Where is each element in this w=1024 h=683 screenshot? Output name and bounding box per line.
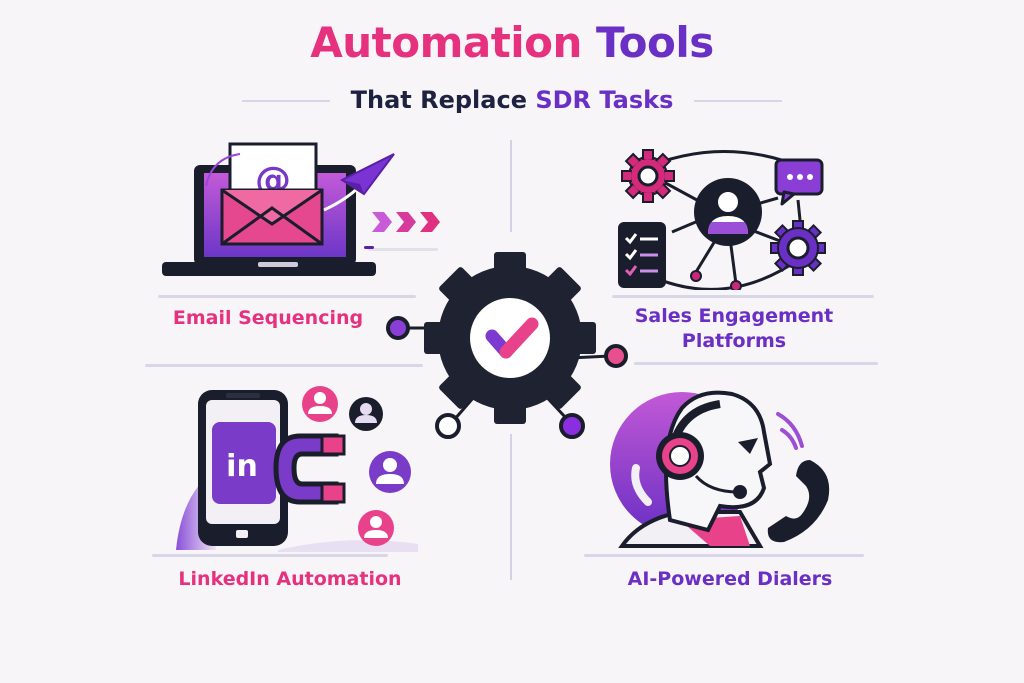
phone-magnet-icon: in bbox=[168, 384, 418, 554]
title-word-tools: Tools bbox=[596, 18, 714, 67]
rule-sales-top bbox=[612, 295, 874, 298]
title-word-automation: Automation bbox=[310, 18, 582, 67]
label-sales-engagement: Sales Engagement Platforms bbox=[600, 304, 868, 354]
subtitle-rule-right bbox=[694, 100, 782, 102]
laptop-email-icon: @ bbox=[160, 140, 450, 290]
rule-dialers-top bbox=[584, 554, 864, 557]
subtitle-highlight: SDR Tasks bbox=[535, 86, 674, 114]
gear-check-icon bbox=[380, 240, 640, 440]
svg-text:in: in bbox=[226, 449, 258, 484]
subtitle-text: That Replace bbox=[350, 86, 527, 114]
rule-sales-bottom bbox=[634, 362, 878, 365]
page-subtitle: That Replace SDR Tasks bbox=[0, 86, 1024, 114]
label-sales-engagement-line2: Platforms bbox=[681, 330, 787, 352]
divider-vertical-top bbox=[510, 140, 512, 232]
label-sales-engagement-line1: Sales Engagement bbox=[634, 305, 834, 327]
label-linkedin-automation: LinkedIn Automation bbox=[178, 568, 402, 590]
divider-vertical-bottom bbox=[510, 434, 512, 580]
user-bubble-icon bbox=[302, 386, 411, 546]
label-ai-dialers: AI-Powered Dialers bbox=[627, 568, 833, 590]
network-hub-icon bbox=[612, 140, 832, 290]
rule-linkedin-top bbox=[152, 554, 388, 557]
page-title: Automation Tools bbox=[0, 18, 1024, 67]
subtitle-rule-left bbox=[242, 100, 330, 102]
label-email-sequencing: Email Sequencing bbox=[172, 307, 364, 329]
rule-email-top bbox=[158, 295, 416, 298]
robot-headset-icon bbox=[600, 380, 840, 550]
rule-left-middle bbox=[145, 364, 423, 367]
